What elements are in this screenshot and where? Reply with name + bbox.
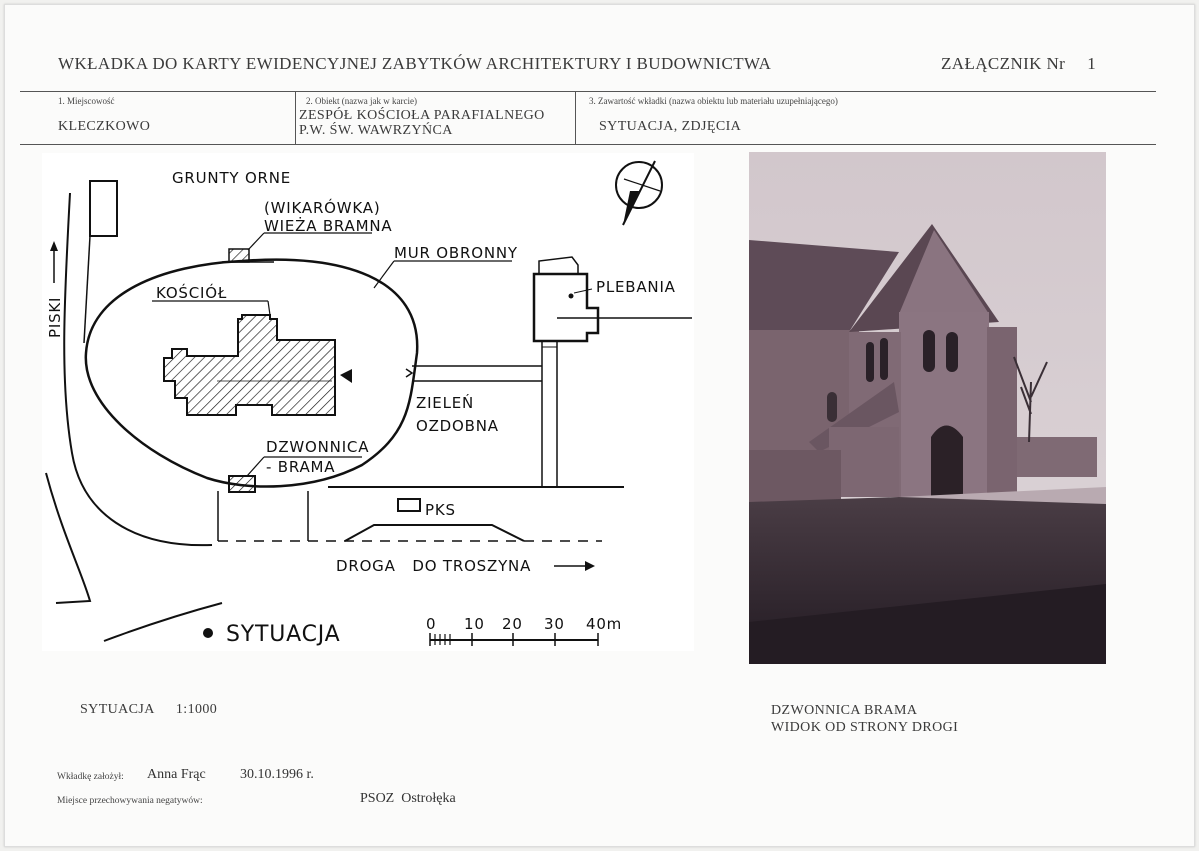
north-arrow-head bbox=[623, 191, 639, 225]
plan-caption-scale: 1:1000 bbox=[175, 702, 218, 717]
north-arrow-circle bbox=[615, 161, 663, 209]
plan-caption: SYTUACJA 1:1000 bbox=[80, 702, 217, 718]
bell-tower-gate bbox=[228, 475, 256, 493]
locality-label: 1. Miejscowość bbox=[58, 96, 115, 106]
label-plebania: PLEBANIA bbox=[596, 278, 676, 296]
author-label: Wkładkę założył: bbox=[57, 772, 124, 782]
label-pks: PKS bbox=[425, 501, 456, 519]
label-grunty-orne: GRUNTY ORNE bbox=[172, 169, 291, 187]
annex-label: ZAŁĄCZNIK Nr 1 bbox=[941, 54, 1096, 74]
photo-caption: DZWONNICA BRAMA WIDOK OD STRONY DROGI bbox=[771, 702, 958, 736]
column-divider-1 bbox=[295, 91, 296, 144]
photo-left-wall bbox=[749, 450, 841, 504]
mur-leader bbox=[373, 260, 395, 289]
label-sytuacja: SYTUACJA bbox=[226, 622, 341, 647]
photo-caption-line2: WIDOK OD STRONY DROGI bbox=[771, 720, 959, 735]
road-edge-bottom bbox=[103, 602, 223, 642]
object-value: ZESPÓŁ KOŚCIOŁA PARAFIALNEGO P.W. ŚW. WA… bbox=[299, 108, 545, 138]
plan-caption-label: SYTUACJA bbox=[80, 702, 154, 717]
photo-window-4 bbox=[946, 332, 958, 372]
plebania-leader bbox=[573, 288, 593, 294]
north-arrow-line bbox=[622, 160, 656, 226]
label-wieza-bramna: WIEŻA BRAMNA bbox=[264, 216, 392, 235]
entrance-arrow bbox=[340, 369, 352, 383]
object-label: 2. Obiekt (nazwa jak w karcie) bbox=[306, 96, 417, 106]
church-photograph bbox=[749, 152, 1106, 664]
presbytery bbox=[532, 272, 600, 343]
dzwonnica-leader bbox=[246, 456, 265, 477]
photo-door bbox=[931, 425, 963, 497]
scale-label-30: 30 bbox=[544, 615, 565, 633]
site-plan-drawing: GRUNTY ORNE (WIKARÓWKA) WIEŻA BRAMNA MUR… bbox=[45, 160, 692, 647]
label-zielen: ZIELEŃ bbox=[416, 393, 474, 412]
label-wikarowka: (WIKARÓWKA) bbox=[264, 198, 381, 217]
label-mur-obronny: MUR OBRONNY bbox=[394, 244, 518, 262]
document-title: WKŁADKA DO KARTY EWIDENCYJNEJ ZABYTKÓW A… bbox=[58, 54, 772, 73]
wikarowka-leader bbox=[247, 232, 265, 251]
defensive-wall bbox=[84, 258, 419, 488]
scale-label-10: 10 bbox=[464, 615, 485, 633]
photo-right-buttress bbox=[987, 327, 1017, 497]
pks-stop bbox=[397, 498, 421, 512]
object-value-line1: ZESPÓŁ KOŚCIOŁA PARAFIALNEGO bbox=[299, 108, 545, 123]
label-piski: PISKI bbox=[46, 297, 64, 338]
photo-caption-line1: DZWONNICA BRAMA bbox=[771, 703, 918, 718]
road-edge-lower bbox=[45, 472, 92, 604]
scale-label-0: 0 bbox=[426, 615, 436, 633]
scale-label-20: 20 bbox=[502, 615, 523, 633]
photo-tree bbox=[1013, 356, 1048, 443]
site-plan-sketch: GRUNTY ORNE (WIKARÓWKA) WIEŻA BRAMNA MUR… bbox=[42, 153, 694, 651]
label-dzwonnica: DZWONNICA bbox=[266, 438, 369, 456]
sytuacja-bullet bbox=[203, 628, 213, 638]
scale-label-40: 40m bbox=[586, 615, 622, 633]
locality-value: KLECZKOWO bbox=[58, 119, 151, 134]
content-value: SYTUACJA, ZDJĘCIA bbox=[599, 119, 742, 134]
photo-window-2 bbox=[880, 338, 888, 380]
table-bottom-rule bbox=[20, 144, 1156, 145]
bus-bay bbox=[344, 524, 525, 542]
object-value-line2: P.W. ŚW. WAWRZYŃCA bbox=[299, 123, 453, 138]
storage-label: Miejsce przechowywania negatywów: bbox=[57, 796, 203, 806]
table-top-rule bbox=[20, 91, 1156, 92]
label-brama: - BRAMA bbox=[266, 458, 335, 476]
droga-arrow-head bbox=[585, 561, 595, 571]
photo-window-1 bbox=[866, 342, 874, 382]
photo-window-3 bbox=[923, 330, 935, 372]
gate-tower bbox=[228, 248, 250, 263]
church-plan bbox=[163, 314, 336, 416]
column-divider-2 bbox=[575, 91, 576, 144]
presbytery-dot bbox=[568, 293, 574, 299]
photo-window-5 bbox=[827, 392, 837, 422]
piski-arrow-head bbox=[50, 241, 58, 251]
label-droga: DROGA DO TROSZYNA bbox=[336, 557, 531, 575]
small-building-top-left bbox=[89, 180, 118, 237]
photograph-image bbox=[749, 152, 1106, 664]
photo-road bbox=[749, 584, 1106, 664]
label-ozdobna: OZDOBNA bbox=[416, 417, 499, 435]
road-piski-edge-outer bbox=[63, 192, 213, 547]
photo-right-wall bbox=[1017, 437, 1097, 477]
storage-value: PSOZ Ostrołęka bbox=[360, 791, 456, 806]
annex-number: 1 bbox=[1087, 54, 1097, 73]
fence-line bbox=[83, 235, 91, 344]
author-date: 30.10.1996 r. bbox=[240, 767, 314, 782]
path-gate-mark bbox=[405, 368, 414, 378]
label-kosciol: KOŚCIÓŁ bbox=[156, 283, 227, 302]
photo-gable bbox=[899, 230, 989, 314]
content-label: 3. Zawartość wkładki (nazwa obiektu lub … bbox=[589, 96, 838, 106]
annex-label-text: ZAŁĄCZNIK Nr bbox=[941, 54, 1066, 73]
path-gate bbox=[541, 340, 558, 348]
north-arrow-cross bbox=[623, 178, 661, 192]
photo-nave-roof bbox=[749, 240, 899, 334]
author-name: Anna Frąc bbox=[147, 767, 206, 782]
kosciol-leader bbox=[267, 300, 271, 316]
presbytery-porch bbox=[538, 256, 579, 274]
